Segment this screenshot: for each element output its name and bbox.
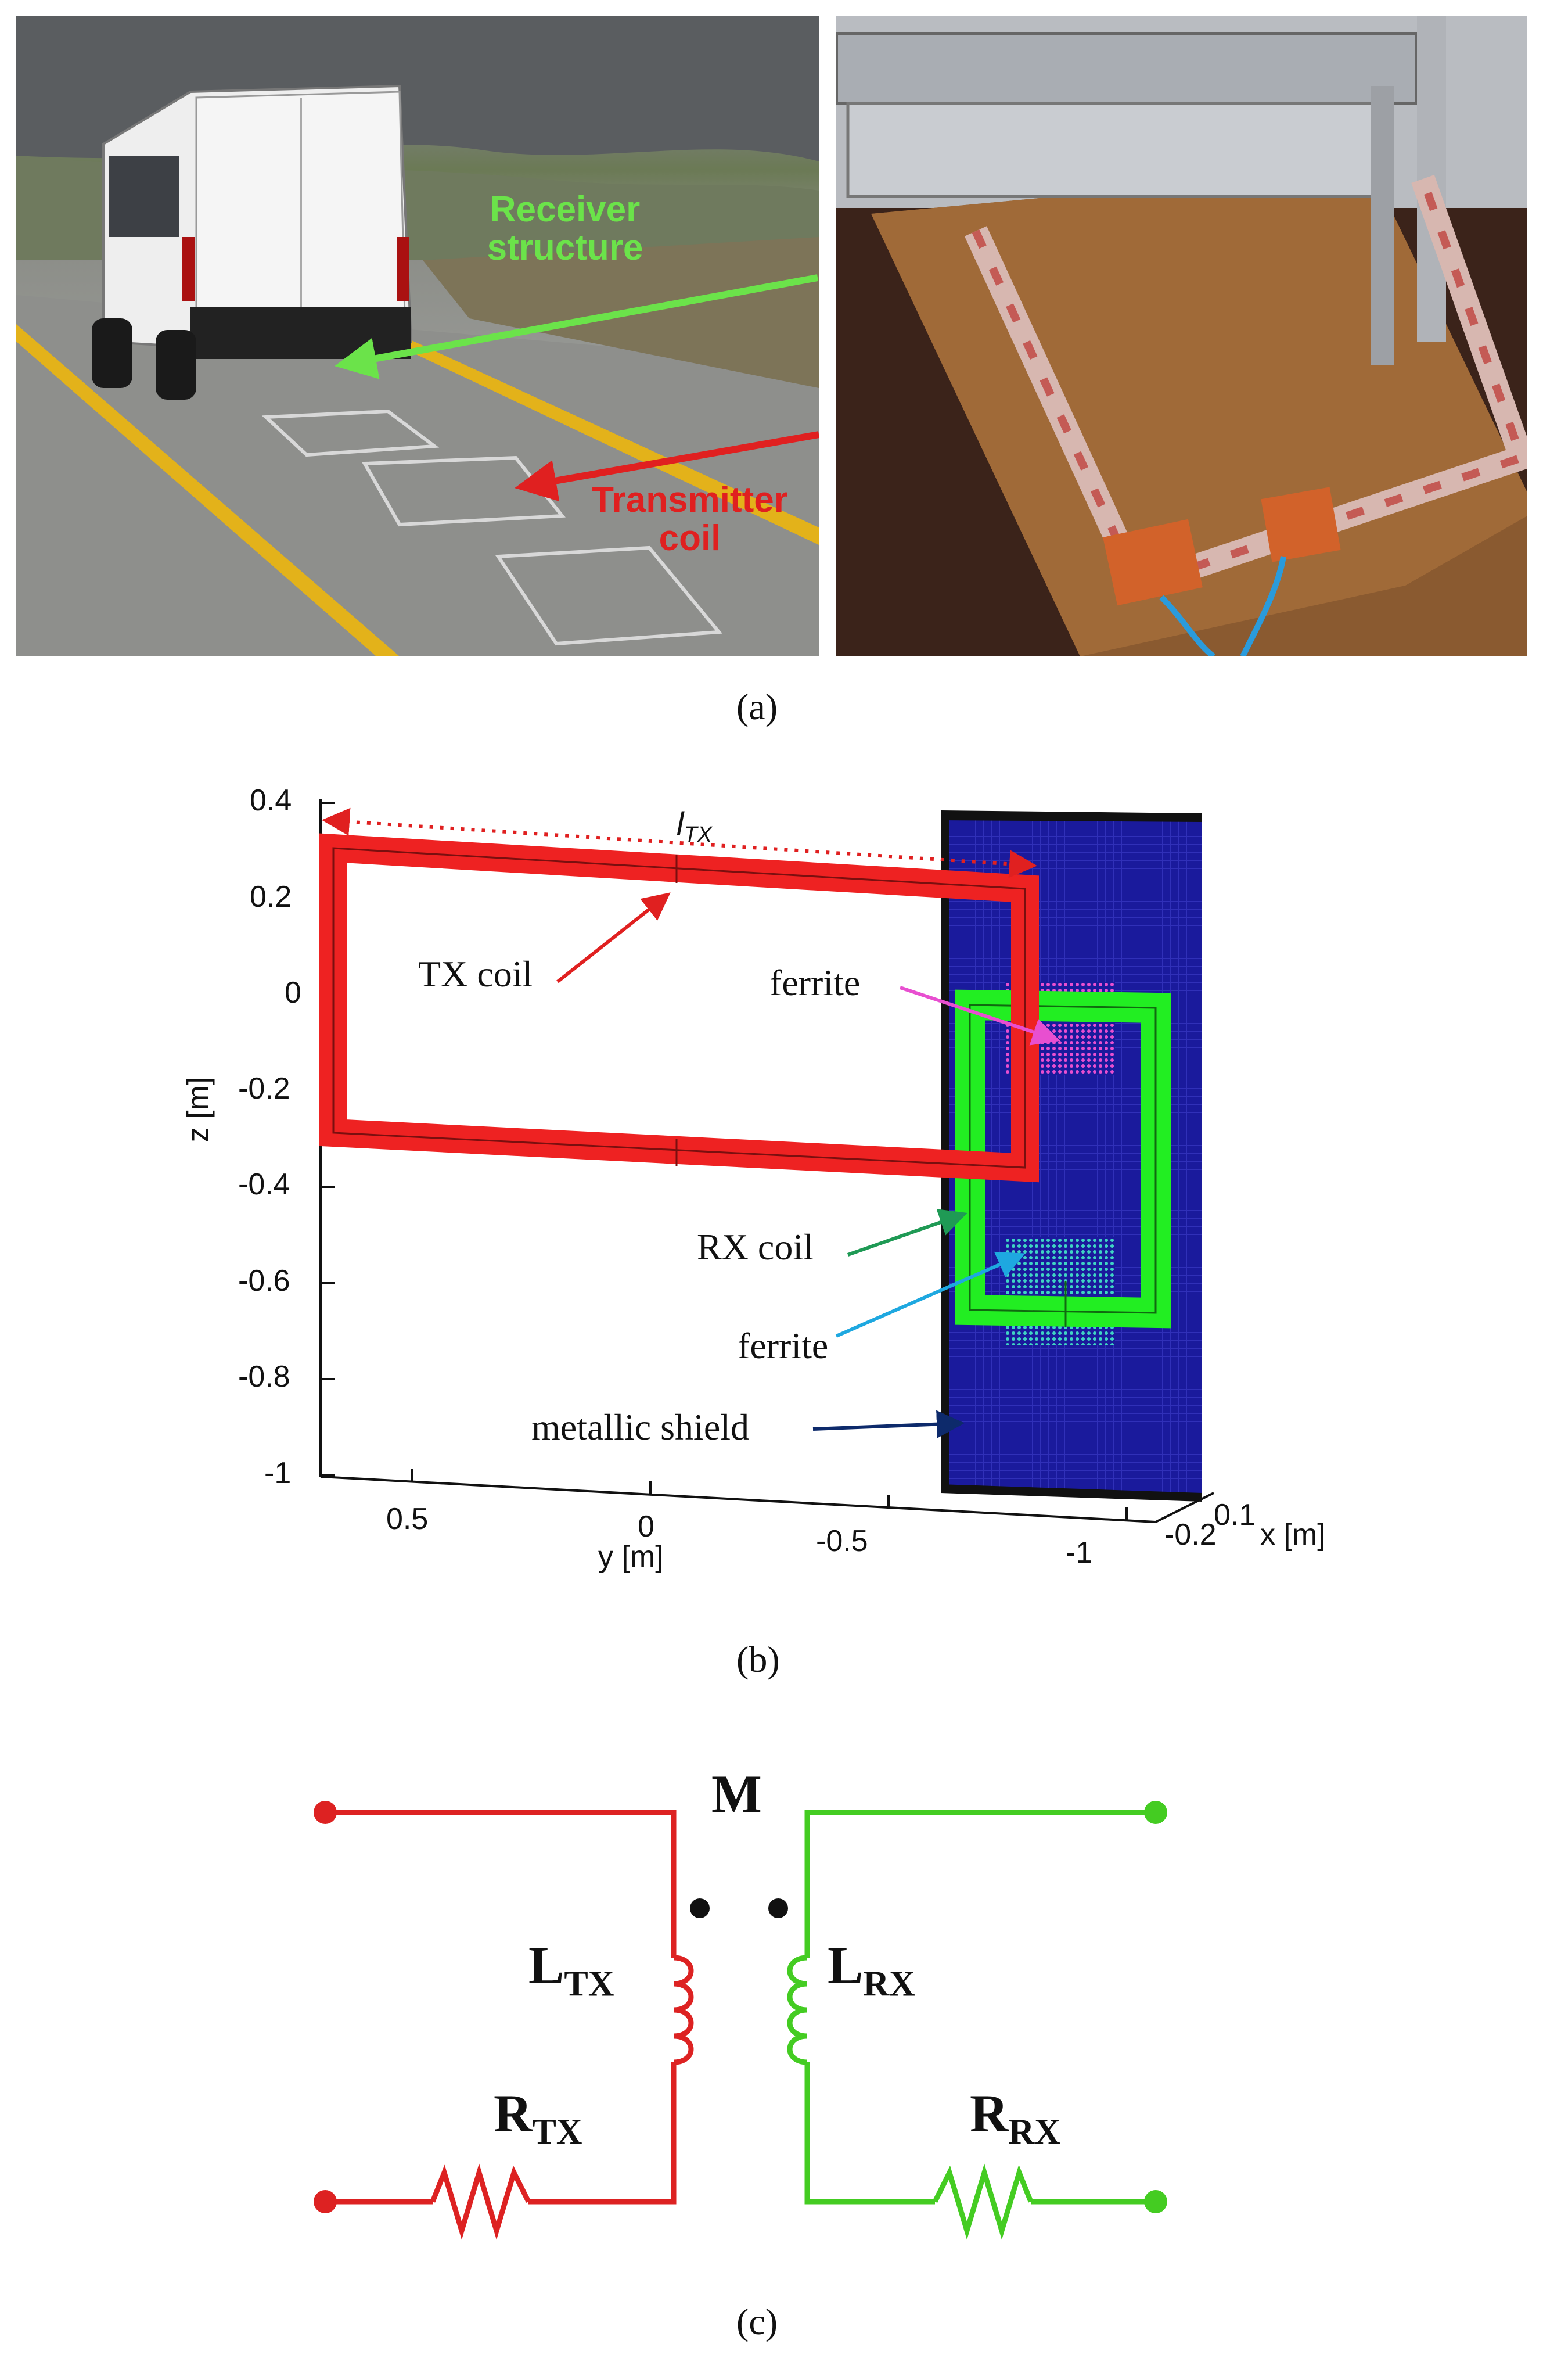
ltx-dimension-arrow	[322, 807, 1037, 878]
lrx-main: L	[828, 1936, 864, 1995]
y-axis-title: y [m]	[598, 1540, 664, 1574]
z-tick-5: -0.6	[238, 1264, 290, 1298]
annotation-arrows	[335, 274, 819, 502]
z-tick-7: -1	[264, 1456, 292, 1490]
ferrite-top-arrow	[900, 986, 1060, 1046]
lrx-sub: RX	[863, 1964, 915, 2004]
rx-polarity-dot	[768, 1898, 788, 1918]
receiver-label-line1: Receiver	[490, 189, 641, 229]
ltx-main: L	[528, 1936, 564, 1995]
rtx-label: RTX	[494, 2083, 582, 2153]
tx-coil	[319, 833, 1039, 1183]
tx-bottom-terminal	[314, 2190, 337, 2213]
plot-3d	[319, 799, 1214, 1523]
y-tick-1: 0	[638, 1510, 654, 1543]
z-tick-1: 0.2	[250, 880, 292, 914]
receiver-label-line2: structure	[487, 228, 643, 268]
metallic-shield-label: metallic shield	[531, 1406, 749, 1448]
circuit-diagram	[314, 1801, 1167, 2240]
ferrite-bottom-label: ferrite	[738, 1325, 829, 1366]
tx-coil-arrow	[556, 892, 671, 983]
rtx-main: R	[494, 2084, 533, 2143]
rrx-sub: RX	[1008, 2112, 1061, 2152]
y-tick-3: -1	[1066, 1536, 1093, 1570]
z-tick-4: -0.4	[238, 1168, 290, 1201]
tx-coil-label: TX coil	[418, 953, 533, 995]
mutual-inductance-label: M	[711, 1764, 762, 1823]
tx-polarity-dot	[690, 1898, 710, 1918]
caption-a: (a)	[736, 686, 778, 727]
ltx-label: LTX	[528, 1934, 614, 2005]
rx-coil-label: RX coil	[697, 1226, 814, 1268]
caption-c: (c)	[736, 2301, 778, 2342]
lab-setup-photo	[836, 16, 1527, 656]
ltx-dimension-label: lTX	[677, 805, 712, 848]
y-tick-0: 0.5	[386, 1502, 429, 1536]
ltx-sub: TX	[564, 1964, 614, 2004]
rx-coil-arrow	[847, 1209, 967, 1257]
rx-resistor-zigzag	[932, 2163, 1034, 2240]
rx-bottom-terminal	[1144, 2190, 1167, 2213]
van-road-photo: Receiver structure Transmitter coil	[16, 16, 819, 656]
tx-inductor-coil	[673, 1955, 694, 2065]
rtx-sub: TX	[532, 2112, 582, 2152]
rrx-label: RRX	[970, 2083, 1060, 2153]
receiver-arrow	[335, 274, 819, 379]
ltx-label-main: l	[677, 805, 684, 842]
lrx-label: LRX	[828, 1934, 915, 2005]
tx-top-terminal	[314, 1801, 337, 1824]
rx-circuit	[787, 1810, 1156, 2240]
rx-inductor-coil	[787, 1955, 808, 2065]
tx-resistor-zigzag	[430, 2163, 531, 2240]
caption-b: (b)	[736, 1639, 780, 1680]
ltx-label-sub: TX	[684, 823, 713, 848]
metallic-shield-arrow	[812, 1410, 965, 1438]
ferrite-top-label: ferrite	[769, 962, 861, 1003]
z-tick-3: -0.2	[238, 1072, 290, 1105]
z-tick-2: 0	[285, 976, 301, 1010]
lab-scene	[836, 16, 1527, 656]
y-tick-2: -0.5	[816, 1524, 868, 1558]
ferrite-bottom-arrow	[835, 1251, 1026, 1338]
receiver-structure-label: Receiver structure	[434, 191, 696, 267]
rrx-main: R	[970, 2084, 1009, 2143]
road-scene	[16, 16, 819, 656]
z-axis-title: z [m]	[181, 1076, 215, 1143]
x-tick-0: 0.1	[1214, 1498, 1256, 1532]
transmitter-label-line2: coil	[659, 518, 721, 558]
transmitter-label-line1: Transmitter	[592, 480, 788, 520]
tx-circuit	[325, 1810, 694, 2240]
transmitter-arrow	[515, 431, 819, 502]
rx-top-terminal	[1144, 1801, 1167, 1824]
x-tick-1: -0.2	[1164, 1518, 1217, 1552]
rx-coil	[955, 989, 1171, 1329]
x-axis-title: x [m]	[1260, 1518, 1326, 1552]
z-tick-6: -0.8	[238, 1360, 290, 1394]
z-tick-0: 0.4	[250, 784, 292, 817]
transmitter-coil-label: Transmitter coil	[568, 481, 812, 558]
